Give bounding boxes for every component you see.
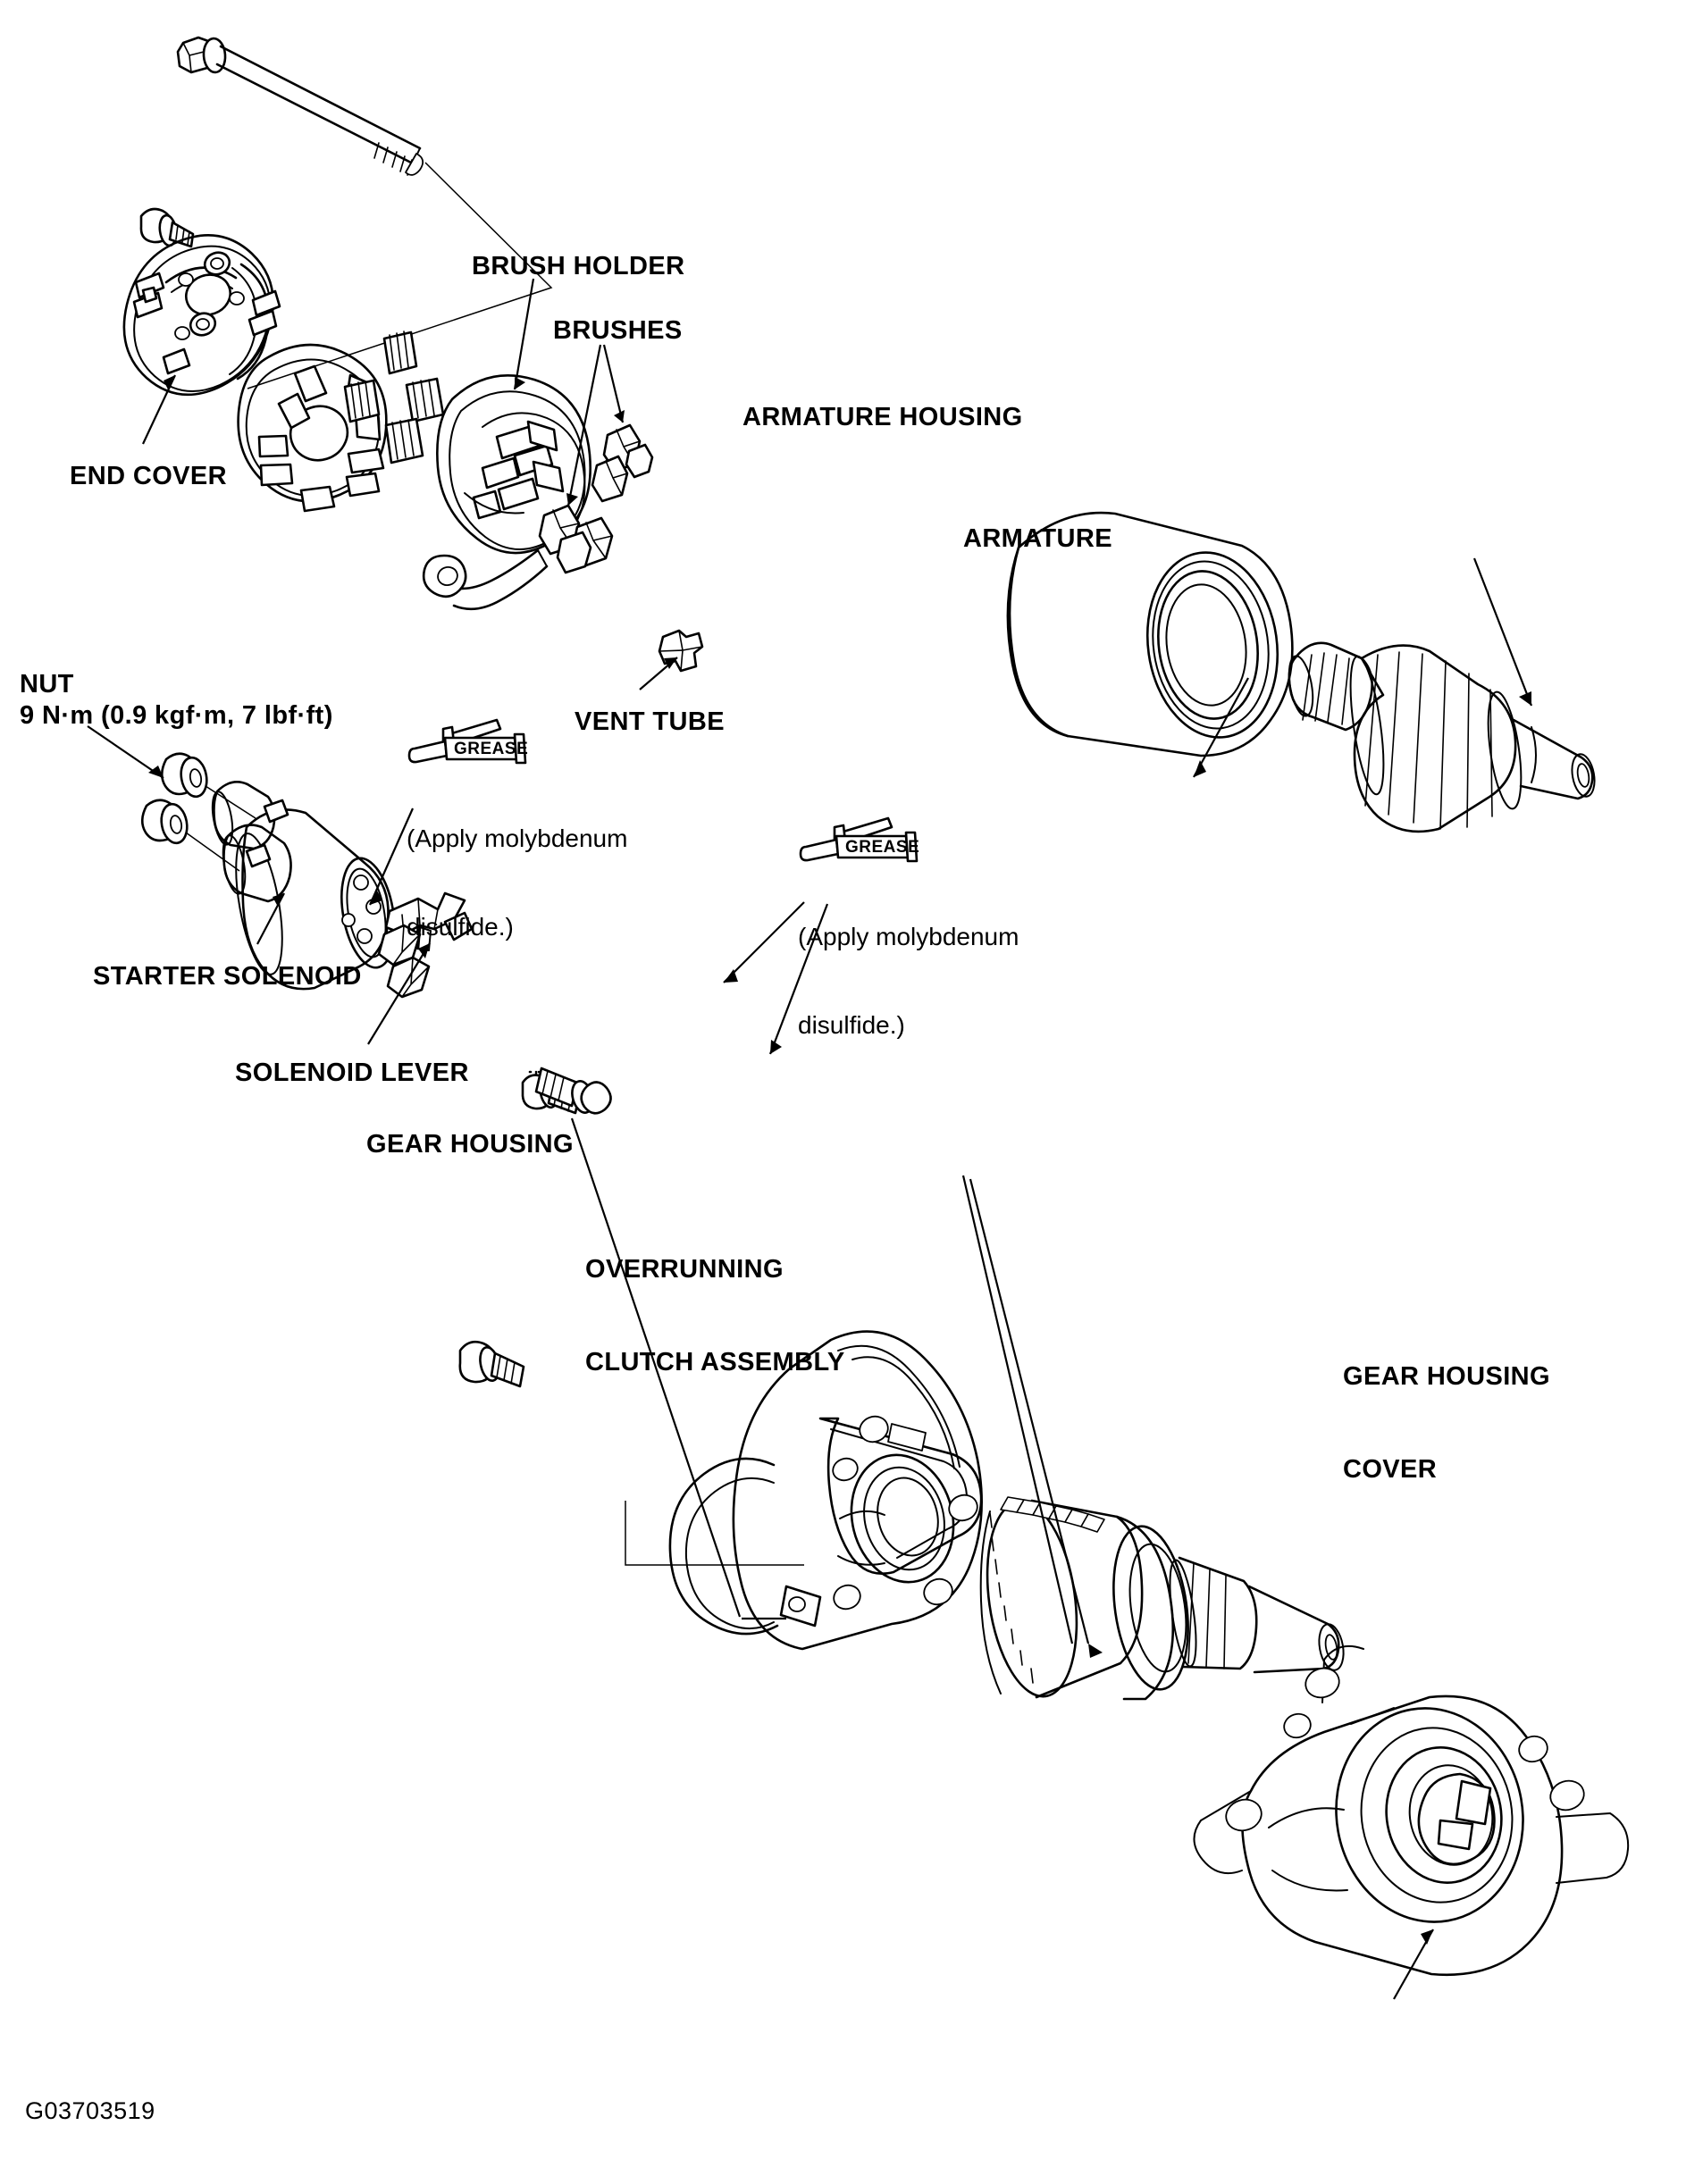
callout-armature-housing: ARMATURE HOUSING [742,403,1023,431]
brushes-leader [566,344,625,506]
gear-housing-bolt-guide [625,1501,804,1566]
gear-housing-cover-part [1193,1645,1630,1977]
end-cover-part [122,234,281,397]
grease-note-upper-line2: disulfide.) [407,913,514,941]
gear-housing-label-leader [570,1117,742,1618]
callout-brush-holder: BRUSH HOLDER [472,252,685,280]
callout-gear-housing-cover-line2: COVER [1343,1454,1438,1484]
callout-overrunning-clutch-line2: CLUTCH ASSEMBLY [585,1347,845,1377]
callout-nut-title: NUT [20,670,74,699]
callout-starter-solenoid: STARTER SOLENOID [93,962,362,991]
through-bolt-part [176,36,424,176]
grease-note-upper-line1: (Apply molybdenum [407,824,628,853]
callout-solenoid-lever: SOLENOID LEVER [235,1059,469,1087]
gear-housing-bolt-bottom-part [534,1067,612,1115]
callout-gear-housing: GEAR HOUSING [366,1130,574,1159]
nut-leader [87,725,164,779]
grease-badge-upper-text: GREASE [454,740,529,758]
figure-code: G03703519 [25,2097,155,2124]
end-cover-screws [139,207,195,248]
callout-end-cover: END COVER [70,462,228,490]
armature-housing-part [1006,511,1294,757]
grease-lower-leader [723,901,829,1055]
starter-solenoid-leader [256,892,285,945]
callout-overrunning-clutch: OVERRUNNING CLUTCH ASSEMBLY [585,1192,845,1440]
grease-note-lower: (Apply molybdenum disulfide.) [798,863,1019,1099]
grease-note-lower-line1: (Apply molybdenum [798,923,1019,951]
callout-brushes: BRUSHES [553,316,683,345]
callout-gear-housing-cover-line1: GEAR HOUSING [1343,1361,1550,1391]
brush-blocks-part [343,331,445,464]
solenoid-lever-leader [367,942,431,1045]
vent-tube-part [658,629,704,673]
callout-nut-spec: 9 N·m (0.9 kgf·m, 7 lbf·ft) [20,701,333,730]
callout-gear-housing-cover: GEAR HOUSING COVER [1343,1299,1550,1547]
grease-upper-leader [368,807,415,906]
grease-gun-upper-icon [407,718,527,765]
vent-tube-leader [639,657,678,690]
gear-housing-leader [742,1617,786,1620]
brush-lead-assembly-part [422,423,654,611]
gear-housing-cover-leader [1393,1929,1434,2000]
brush-holder-leader [513,278,535,390]
callout-armature: ARMATURE [963,524,1112,553]
brush-holder-part [436,373,591,555]
end-cover-leader [142,374,176,445]
overrunning-clutch-part [979,1496,1345,1701]
grease-gun-lower-icon [799,816,919,863]
armature-part [1288,641,1596,833]
solenoid-nuts-part [140,752,256,872]
callout-vent-tube: VENT TUBE [575,707,725,736]
grease-note-lower-line2: disulfide.) [798,1011,905,1040]
grease-note-upper: (Apply molybdenum disulfide.) [407,765,627,1000]
grease-badge-lower-text: GREASE [845,838,920,857]
brush-spring-plate-part [237,343,388,513]
overrunning-clutch-leader [961,1175,1103,1658]
solenoid-lever-part [377,891,474,999]
armature-housing-leader [1193,677,1249,778]
callout-overrunning-clutch-line1: OVERRUNNING [585,1254,784,1284]
gear-housing-part [668,1330,983,1651]
armature-leader [1472,557,1533,707]
gear-housing-bolts-part [458,1070,541,1388]
